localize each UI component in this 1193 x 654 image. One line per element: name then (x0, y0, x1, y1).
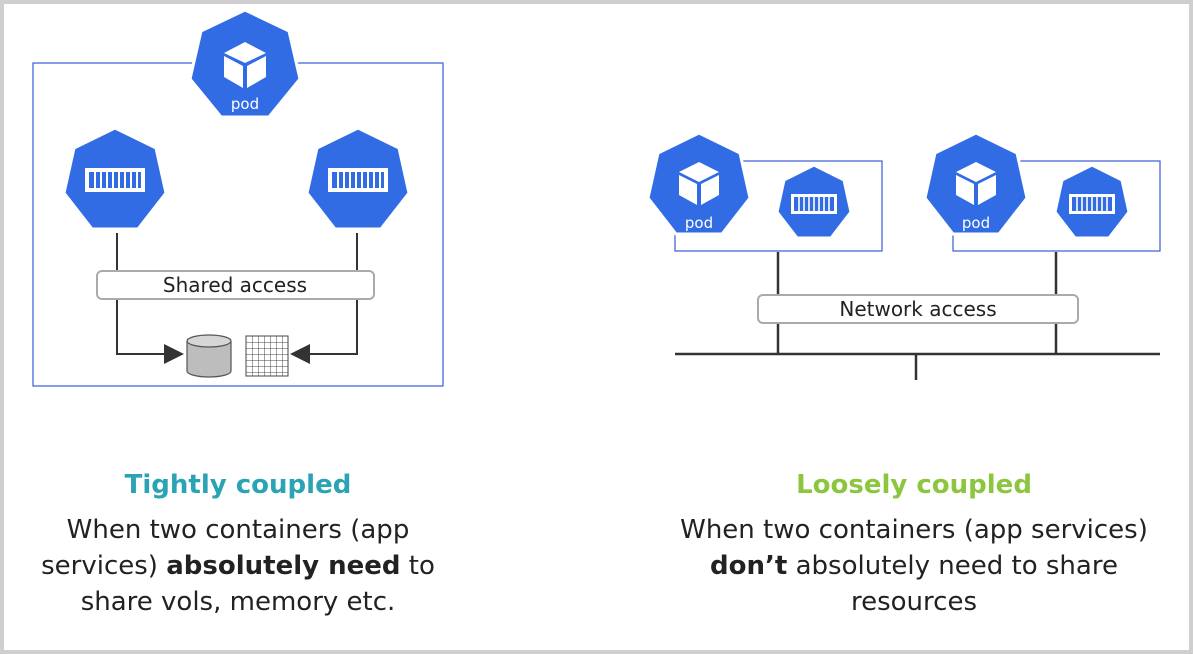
pod-icon-2: pod (923, 131, 1029, 236)
container-icon-left (62, 126, 168, 231)
loosely-coupled-caption: Loosely coupled When two containers (app… (662, 468, 1166, 620)
tightly-coupled-caption: Tightly coupled When two containers (app… (10, 468, 466, 620)
pod-label: pod (231, 95, 259, 113)
tightly-coupled-description: When two containers (app services) absol… (41, 515, 435, 617)
container-icon-2 (1053, 163, 1131, 240)
network-access-label: Network access (839, 297, 996, 321)
memory-grid-icon (245, 335, 289, 377)
container-icon-right (305, 126, 411, 231)
pod-icon-1: pod (646, 131, 752, 236)
shared-access-bar: Shared access (96, 270, 375, 300)
tightly-coupled-title: Tightly coupled (124, 470, 352, 500)
container-icon-1 (775, 163, 853, 240)
volume-cylinder-icon (186, 334, 232, 378)
pod-1-label: pod (685, 214, 713, 232)
network-access-bar: Network access (757, 294, 1079, 324)
pod-icon: pod (188, 8, 302, 119)
loosely-coupled-title: Loosely coupled (796, 470, 1032, 500)
shared-access-label: Shared access (163, 273, 307, 297)
pod-2-label: pod (962, 214, 990, 232)
loosely-coupled-description: When two containers (app services) don’t… (680, 515, 1148, 617)
slide (4, 4, 1189, 650)
